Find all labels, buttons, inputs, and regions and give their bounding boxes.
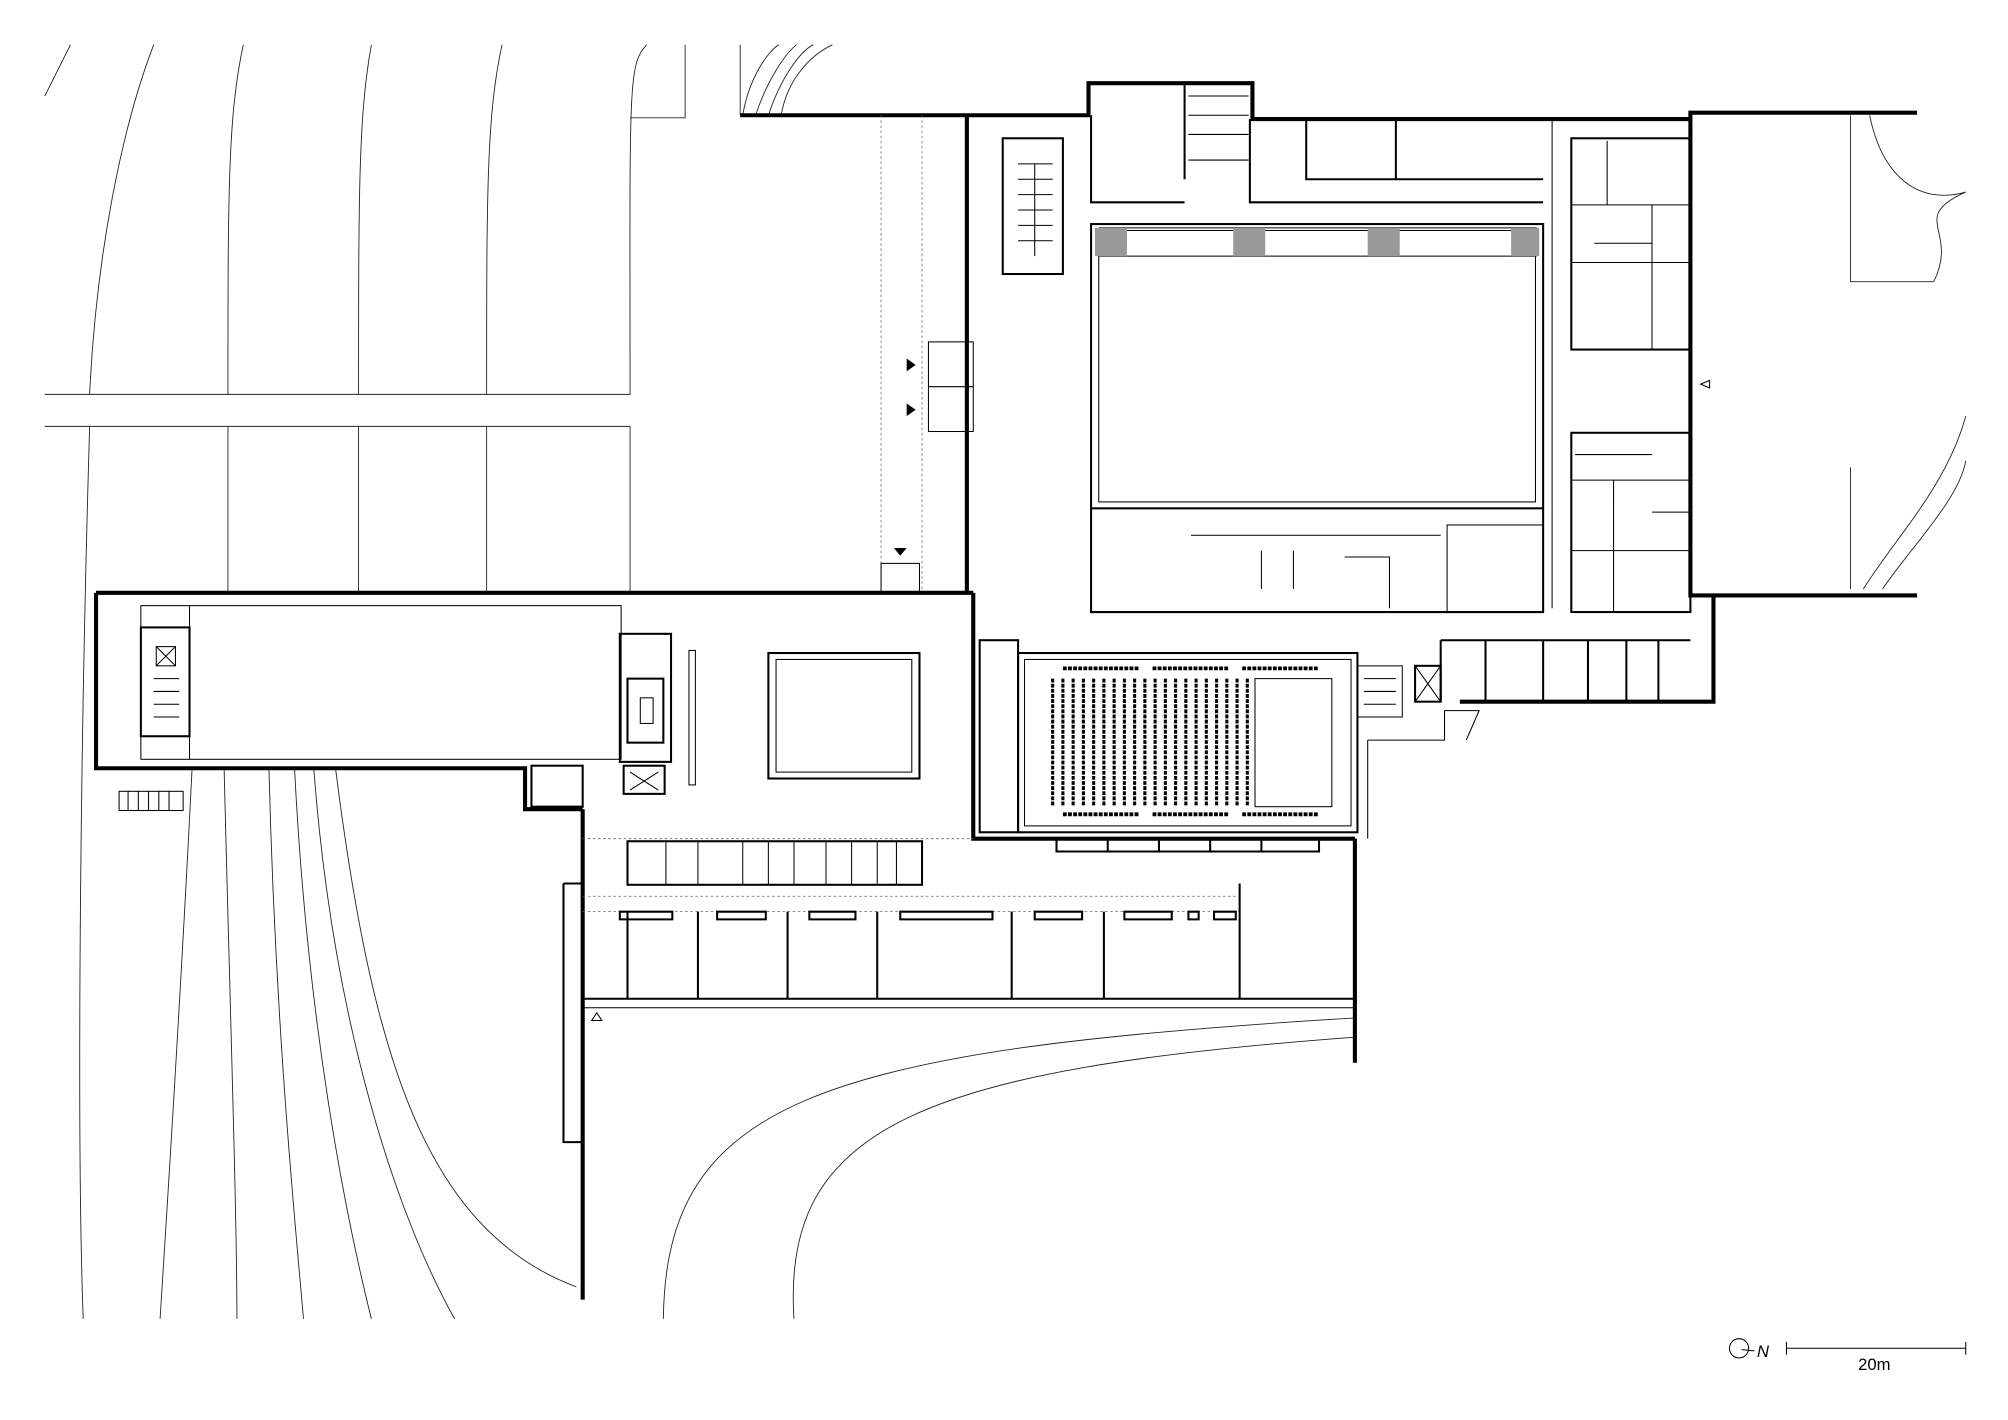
north-arrow-icon bbox=[1728, 1338, 1750, 1359]
scale-bar bbox=[1785, 1341, 1967, 1355]
auditorium bbox=[978, 639, 1480, 853]
scale-label: 20m bbox=[1858, 1355, 1890, 1374]
exterior-walls bbox=[93, 81, 1918, 1300]
south-wing bbox=[582, 883, 1355, 1022]
east-wing bbox=[1439, 119, 1711, 702]
north-label: N bbox=[1757, 1342, 1770, 1361]
north-block bbox=[1001, 83, 1545, 614]
auditorium-seats bbox=[1051, 666, 1320, 817]
west-hall bbox=[118, 605, 622, 812]
site-contours bbox=[44, 44, 1967, 1320]
legend: N 20m bbox=[1728, 1338, 1967, 1374]
lobby bbox=[530, 115, 1240, 913]
